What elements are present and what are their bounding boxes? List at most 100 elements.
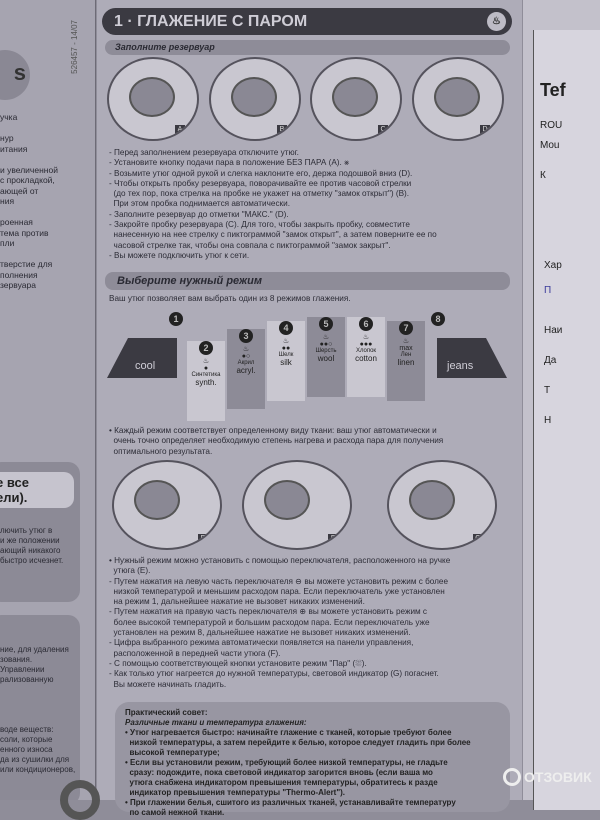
text-line: Т bbox=[544, 385, 551, 396]
mode-label-ru: Синтетика bbox=[191, 372, 221, 378]
text-line: Управлении bbox=[0, 665, 45, 674]
text-line: на режим 1, дальнейшее нажатие не вызове… bbox=[109, 597, 365, 607]
mode-number: 7 bbox=[399, 321, 413, 335]
text-line: • Каждый режим соответствует определенно… bbox=[109, 426, 437, 435]
mode-label-en: linen bbox=[397, 358, 415, 367]
mode-number: 6 bbox=[359, 317, 373, 331]
text-line: - Путем нажатия на левую часть переключа… bbox=[109, 576, 449, 586]
jeans-end: jeans bbox=[437, 338, 507, 378]
text-line: низкой температуры, а затем перейдите к … bbox=[125, 738, 471, 747]
text-line: - Закройте пробку резервуара (C). Для то… bbox=[109, 220, 410, 230]
text-line: - Заполните резервуар до отметки "МАКС."… bbox=[109, 209, 289, 219]
text-line: сразу: подождите, пока световой индикато… bbox=[125, 768, 433, 777]
mode-number: 4 bbox=[279, 321, 293, 335]
text-line: (до тех пор, пока стрелка на пробке не у… bbox=[109, 189, 410, 199]
figure-label: F bbox=[328, 534, 338, 544]
tip-subtitle: Различные ткани и температура глажения: bbox=[125, 718, 307, 727]
text-line: соли, которые bbox=[0, 735, 53, 744]
text-line: ния bbox=[0, 196, 15, 206]
text-line: нанесенную на нее стрелку с пиктограммой… bbox=[109, 230, 437, 240]
mode-label-ru: Лен bbox=[400, 352, 412, 358]
text-line: установлен на режим 8, дальнейшее нажати… bbox=[109, 628, 411, 638]
iron-part-icon bbox=[134, 480, 180, 520]
text-line: или кондиционеров, bbox=[0, 765, 76, 774]
text-line: - Чтобы открыть пробку резервуара, повор… bbox=[109, 178, 412, 188]
iron-part-icon bbox=[129, 77, 175, 117]
text-line: оптимального результата. bbox=[109, 446, 213, 456]
mode-label-en: synth. bbox=[195, 378, 217, 387]
text-line: Mou bbox=[540, 140, 560, 151]
text-line: лючить утюг в bbox=[0, 526, 53, 535]
tip-title: Практический совет: bbox=[125, 708, 208, 717]
mode-label-en: silk bbox=[280, 358, 292, 367]
steam-icon: ♨ bbox=[242, 346, 250, 353]
manual-page: 1 · ГЛАЖЕНИЕ С ПАРОМ♨ Заполните резервуа… bbox=[97, 0, 522, 817]
text-line: - Возьмите утюг одной рукой и слегка нак… bbox=[109, 168, 413, 178]
mode-dots: ●○ bbox=[241, 353, 251, 360]
section-title: 1 · ГЛАЖЕНИЕ С ПАРОМ♨ bbox=[102, 8, 512, 35]
text-line: ающий никакого bbox=[0, 546, 61, 555]
illustration-F: F bbox=[242, 460, 352, 550]
mode-dots: ●● bbox=[281, 345, 291, 352]
text-line: Н bbox=[544, 415, 552, 426]
text-line: • Если вы установили режим, требующий бо… bbox=[125, 758, 448, 767]
illustration-C: C bbox=[310, 57, 402, 141]
text-line: ающей от bbox=[0, 185, 39, 196]
mode-dots: ●●● bbox=[359, 341, 373, 348]
practical-tip-box: Практический совет: Различные ткани и те… bbox=[115, 702, 510, 817]
text-line: зования. bbox=[0, 655, 33, 664]
mode-label-en: acryl. bbox=[236, 366, 256, 375]
text-line: • Утюг нагревается быстро: начинайте гла… bbox=[125, 728, 452, 737]
left-box-1: е все ели). лючить утюг ви же положенииаю… bbox=[0, 462, 80, 602]
text-line: - Вы можете подключить утюг к сети. bbox=[109, 250, 250, 260]
text-line: тверстие для bbox=[0, 259, 53, 269]
watermark-text: ОТЗОВИК bbox=[524, 769, 592, 785]
figure-label: G bbox=[473, 534, 483, 544]
steam-icon: ♨ bbox=[362, 334, 370, 341]
left-box-title: е все ели). bbox=[0, 472, 74, 508]
text-line: и увеличенной bbox=[0, 164, 58, 175]
text-line: Наи bbox=[544, 325, 563, 336]
mode-number: 3 bbox=[239, 329, 253, 343]
modes-header: Выберите нужный режим bbox=[105, 272, 510, 290]
text-line: да из сушилки для bbox=[0, 755, 70, 764]
iron-part-icon bbox=[409, 480, 455, 520]
jeans-label: jeans bbox=[447, 360, 474, 372]
steam-icon: ♨ bbox=[322, 334, 330, 341]
text-line: - Установите кнопку подачи пара в положе… bbox=[109, 158, 350, 168]
fill-header: Заполните резервуар bbox=[105, 40, 510, 55]
iron-steam-icon: ♨ bbox=[487, 12, 506, 31]
text-line: • Нужный режим можно установить с помощь… bbox=[109, 556, 451, 565]
text-line: ние, для удаления bbox=[0, 645, 69, 654]
text-line: Да bbox=[544, 355, 557, 366]
fill-steps: - Перед заполнением резервуара отключите… bbox=[109, 148, 509, 261]
mode-label-ru: Шерсть bbox=[315, 348, 337, 354]
ring-binder bbox=[60, 780, 100, 820]
text-line: и же положении bbox=[0, 536, 60, 545]
iron-part-icon bbox=[231, 77, 277, 117]
steam-icon: ♨ bbox=[282, 338, 290, 345]
text-line: При этом пробка поднимается автоматическ… bbox=[109, 199, 290, 209]
mode-label-ru: Акрил bbox=[237, 360, 255, 366]
text-line: утюга (E). bbox=[109, 566, 151, 576]
text-line: зервуара bbox=[0, 280, 36, 290]
mode-number: 1 bbox=[169, 312, 183, 326]
text-line: Tef bbox=[540, 80, 566, 100]
mode-segment-8: 8 bbox=[419, 312, 457, 328]
text-line: рализованную bbox=[0, 675, 54, 684]
text-line: очень точно определяет необходимую степе… bbox=[109, 436, 444, 446]
text-line: расположенной в передней части утюга (F)… bbox=[109, 648, 281, 658]
text-line: - Цифра выбранного режима автоматически … bbox=[109, 638, 414, 648]
figure-label: D bbox=[480, 125, 490, 135]
text-line: енного износа bbox=[0, 745, 53, 754]
text-line: Хар bbox=[544, 260, 562, 271]
text-line: - Как только утюг нагреется до нужной те… bbox=[109, 669, 439, 679]
text-line: роенная bbox=[0, 217, 33, 227]
text-line: высокой температуре; bbox=[125, 748, 220, 757]
